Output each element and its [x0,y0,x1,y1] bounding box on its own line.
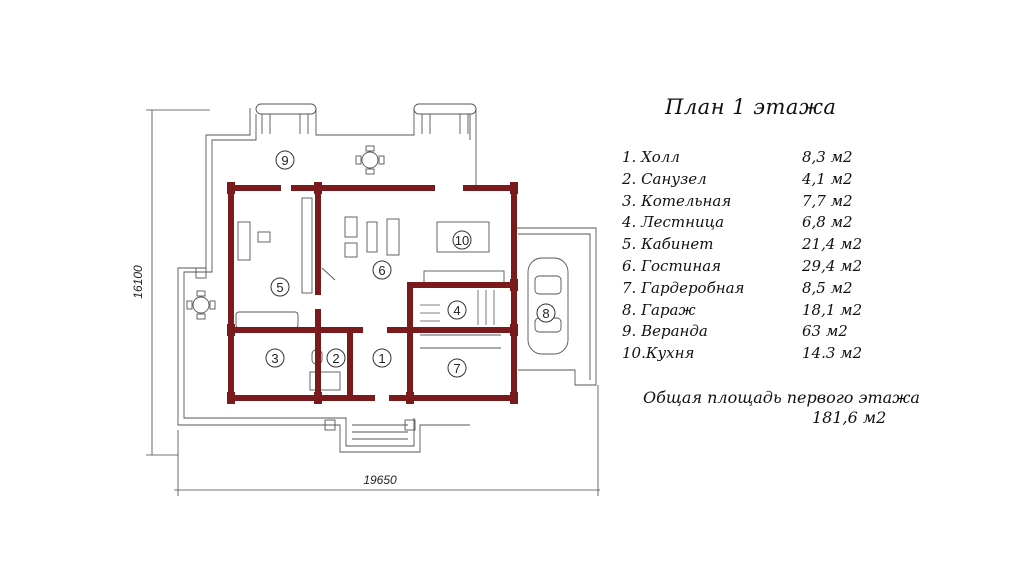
total-area-value: 181,6 м2 [812,408,887,427]
legend-room-area: 7,7 м2 [802,191,853,210]
legend-room-name: 6. Гостиная [622,256,722,275]
legend-room-name: 2. Санузел [622,169,707,188]
page-title: План 1 этажа [665,95,837,119]
legend-room-area: 8,5 м2 [802,278,853,297]
room-number-2: 2 [332,351,339,366]
legend-item: 10.Кухня 14.3 м2 [622,344,882,366]
room-legend: 1. Холл 8,3 м2 2. Санузел 4,1 м2 3. Котел… [622,148,882,366]
legend-item: 4. Лестница 6,8 м2 [622,213,882,235]
legend-room-area: 29,4 м2 [802,256,863,275]
legend-room-area: 21,4 м2 [802,235,863,254]
legend-room-name: 9. Веранда [622,322,708,341]
legend-room-name: 4. Лестница [622,213,725,232]
legend-room-area: 6,8 м2 [802,213,853,232]
room-number-6: 6 [378,263,385,278]
legend-room-area: 14.3 м2 [802,344,863,363]
legend-item: 1. Холл 8,3 м2 [622,148,882,170]
car-icon [527,257,569,355]
legend-room-name: 8. Гараж [622,300,696,319]
room-number-9: 9 [281,153,288,168]
legend-room-name: 3. Котельная [622,191,732,210]
legend-room-name: 1. Холл [622,148,680,166]
veranda-outline [177,103,477,453]
room-number-4: 4 [453,303,460,318]
legend-item: 2. Санузел 4,1 м2 [622,170,882,192]
legend-room-area: 63 м2 [802,322,848,341]
room-number-10: 10 [455,233,469,248]
room-number-3: 3 [271,351,278,366]
room-number-8: 8 [542,306,549,321]
room-labels: 9 5 6 10 4 8 3 2 1 7 [265,150,556,378]
veranda-furniture [186,145,385,320]
legend-room-name: 5. Кабинет [622,235,714,254]
floor-plan: 16100 19650 [131,103,600,496]
width-dimension: 19650 [363,473,397,487]
room-number-7: 7 [453,361,460,376]
garage-outline [513,227,597,386]
staircase [420,290,495,325]
walls [228,185,517,401]
total-area-label: Общая площадь первого этажа [643,388,920,407]
legend-room-name: 7. Гардеробная [622,278,745,297]
room-number-5: 5 [276,280,283,295]
legend-item: 5. Кабинет 21,4 м2 [622,235,882,257]
legend-item: 7. Гардеробная 8,5 м2 [622,279,882,301]
legend-item: 6. Гостиная 29,4 м2 [622,257,882,279]
legend-room-area: 8,3 м2 [802,148,853,166]
legend-item: 8. Гараж 18,1 м2 [622,301,882,323]
dimension-lines [146,109,600,496]
wall-joints [227,182,518,404]
legend-room-name: 10.Кухня [622,344,695,363]
room-number-1: 1 [378,351,385,366]
height-dimension: 16100 [131,265,145,299]
legend-item: 3. Котельная 7,7 м2 [622,192,882,214]
legend-room-area: 4,1 м2 [802,169,853,188]
legend-room-area: 18,1 м2 [802,300,863,319]
legend-item: 9. Веранда 63 м2 [622,322,882,344]
